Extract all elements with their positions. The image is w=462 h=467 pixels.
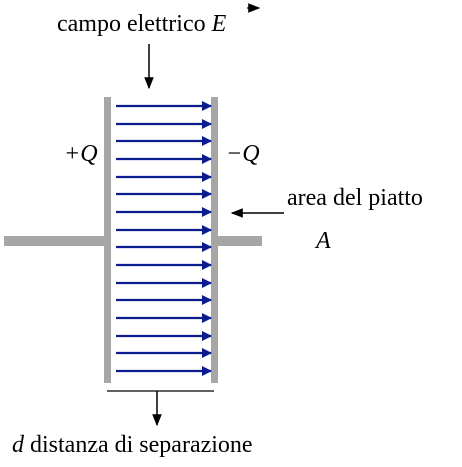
area-symbol: A: [314, 228, 331, 254]
right-lead-wire: [216, 236, 262, 246]
negative-charge-label: −Q: [226, 141, 260, 167]
right-plate: [211, 97, 218, 383]
field-label-text: campo elettrico: [57, 11, 212, 37]
distance-symbol: d: [12, 432, 25, 458]
left-plate: [104, 97, 111, 383]
area-label: area del piatto: [287, 185, 423, 211]
distance-label-text: distanza di separazione: [24, 432, 253, 458]
field-label: campo elettrico E: [57, 11, 227, 37]
positive-charge-label: +Q: [64, 141, 98, 167]
electric-field-lines: [116, 101, 212, 376]
left-lead-wire: [4, 236, 108, 246]
distance-label: d distanza di separazione: [12, 432, 253, 458]
field-symbol: E: [211, 11, 227, 37]
